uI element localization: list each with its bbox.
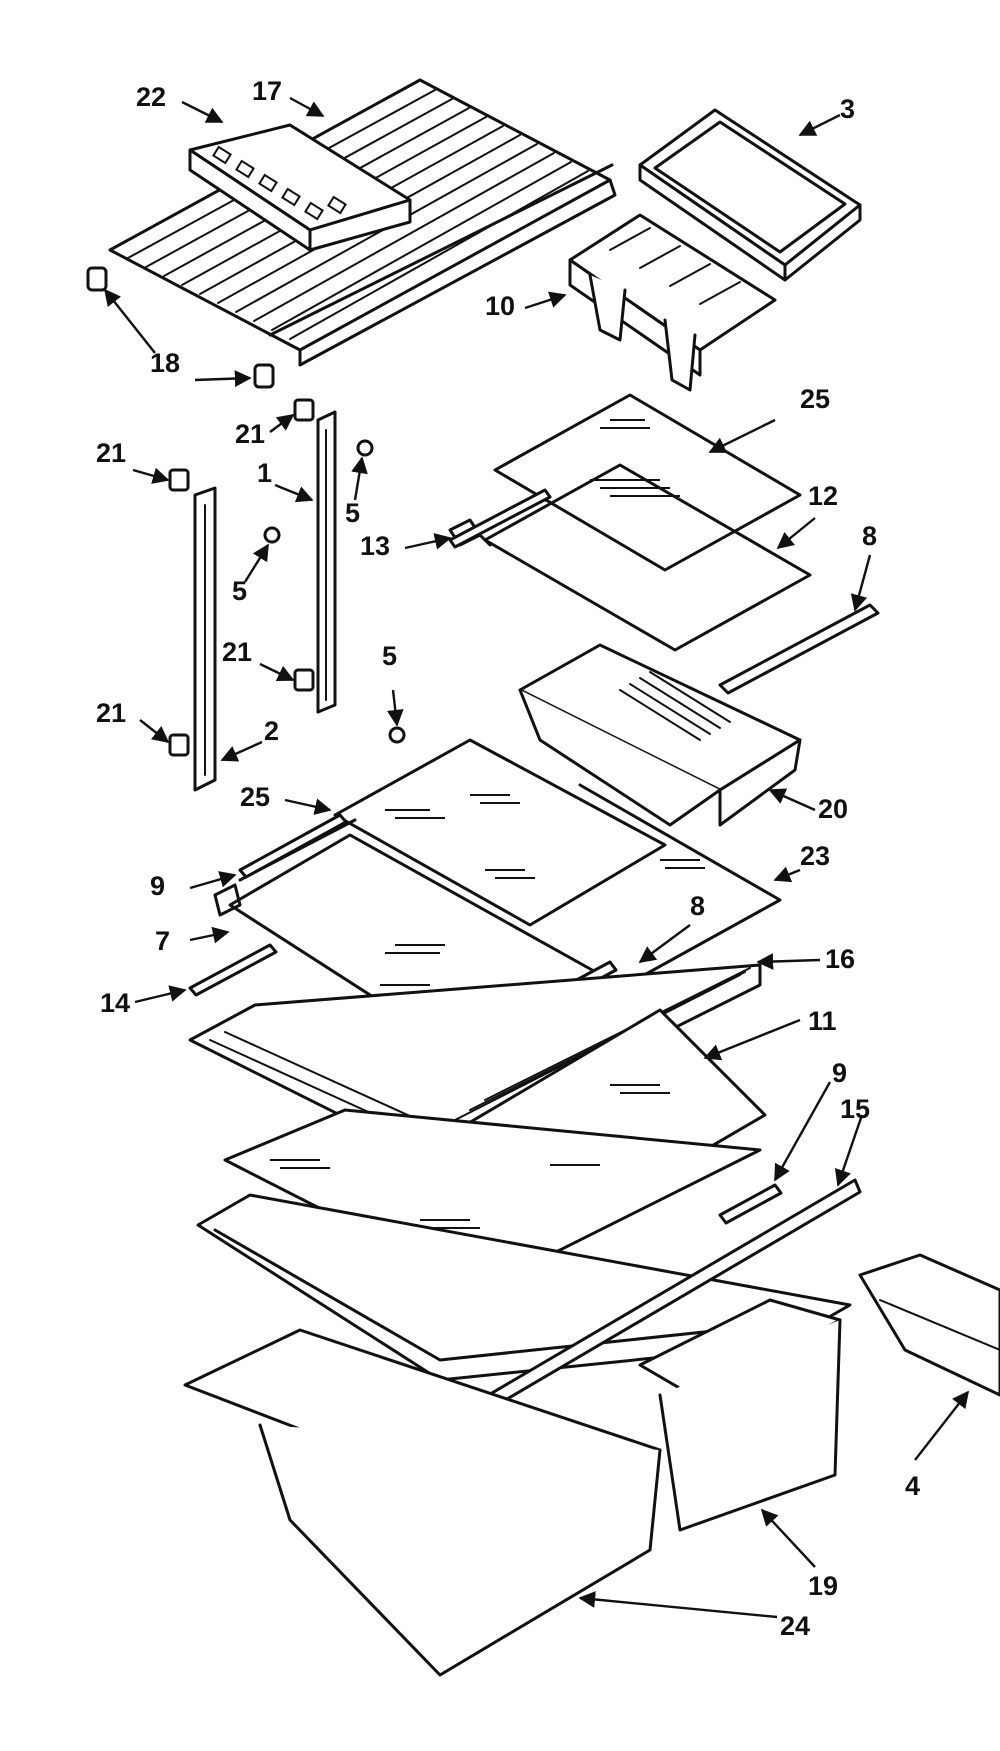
shelf-trim-part-14 <box>188 943 278 997</box>
callout-labels: 22 17 3 10 18 21 21 1 5 5 21 5 21 2 25 2… <box>96 76 920 1641</box>
callout-21-b: 21 <box>96 438 126 468</box>
ice-tray-part-22 <box>188 123 412 252</box>
callout-21-c: 21 <box>222 637 252 667</box>
callout-11: 11 <box>808 1006 837 1036</box>
shelf-trim-part-13 <box>448 488 552 549</box>
callout-2: 2 <box>264 716 279 746</box>
callout-1: 1 <box>257 458 272 488</box>
callout-19: 19 <box>808 1571 838 1601</box>
screws-part-5 <box>263 439 406 744</box>
ice-tray-cells <box>212 145 347 221</box>
glass-glare-marks <box>385 794 535 879</box>
callout-24: 24 <box>780 1611 810 1641</box>
callout-14: 14 <box>100 988 130 1018</box>
pan-drawer-part-19 <box>638 1298 842 1532</box>
callout-8-a: 8 <box>862 521 877 551</box>
bin-support-part-10 <box>568 213 777 392</box>
shelf-trim-part-9-lower <box>718 1183 783 1225</box>
callout-9-a: 9 <box>150 871 165 901</box>
shelf-trim-part-8-upper <box>718 603 880 695</box>
callout-21-a: 21 <box>235 419 265 449</box>
drawer-slide-part-4 <box>858 1253 1000 1397</box>
shelf-end-caps-part-18 <box>86 266 275 389</box>
ladder-clips-part-21 <box>168 398 315 757</box>
shelf-panel-part-23 <box>578 783 782 1007</box>
crisper-ribs <box>619 671 731 741</box>
callout-25-b: 25 <box>240 782 270 812</box>
callout-18: 18 <box>150 348 180 378</box>
callout-5-b: 5 <box>232 576 247 606</box>
callout-17: 17 <box>252 76 282 106</box>
callout-20: 20 <box>818 794 848 824</box>
leader-arrows <box>103 96 970 1619</box>
callout-21-d: 21 <box>96 698 126 728</box>
callout-22: 22 <box>136 82 166 112</box>
callout-5-a: 5 <box>345 498 360 528</box>
freezer-bin-part-3 <box>638 108 862 282</box>
callout-15: 15 <box>840 1094 870 1124</box>
callout-8-b: 8 <box>690 891 705 921</box>
callout-10: 10 <box>485 291 515 321</box>
callout-23: 23 <box>800 841 830 871</box>
shelf-ladder-part-2 <box>193 486 217 792</box>
glass-shelf-part-25-middle <box>333 738 667 927</box>
pan-drawer-part-24 <box>183 1328 662 1677</box>
callout-4: 4 <box>905 1471 920 1501</box>
callout-5-c: 5 <box>382 641 397 671</box>
callout-3: 3 <box>840 94 855 124</box>
shelf-ladder-part-1 <box>316 410 337 714</box>
callout-25-a: 25 <box>800 384 830 414</box>
callout-16: 16 <box>825 944 855 974</box>
callout-7: 7 <box>155 926 170 956</box>
callout-9-b: 9 <box>832 1058 847 1088</box>
callout-12: 12 <box>808 481 838 511</box>
callout-13: 13 <box>360 531 390 561</box>
shelf-trim-part-9-upper <box>238 813 348 879</box>
crisper-drawer-part-20 <box>518 643 802 827</box>
